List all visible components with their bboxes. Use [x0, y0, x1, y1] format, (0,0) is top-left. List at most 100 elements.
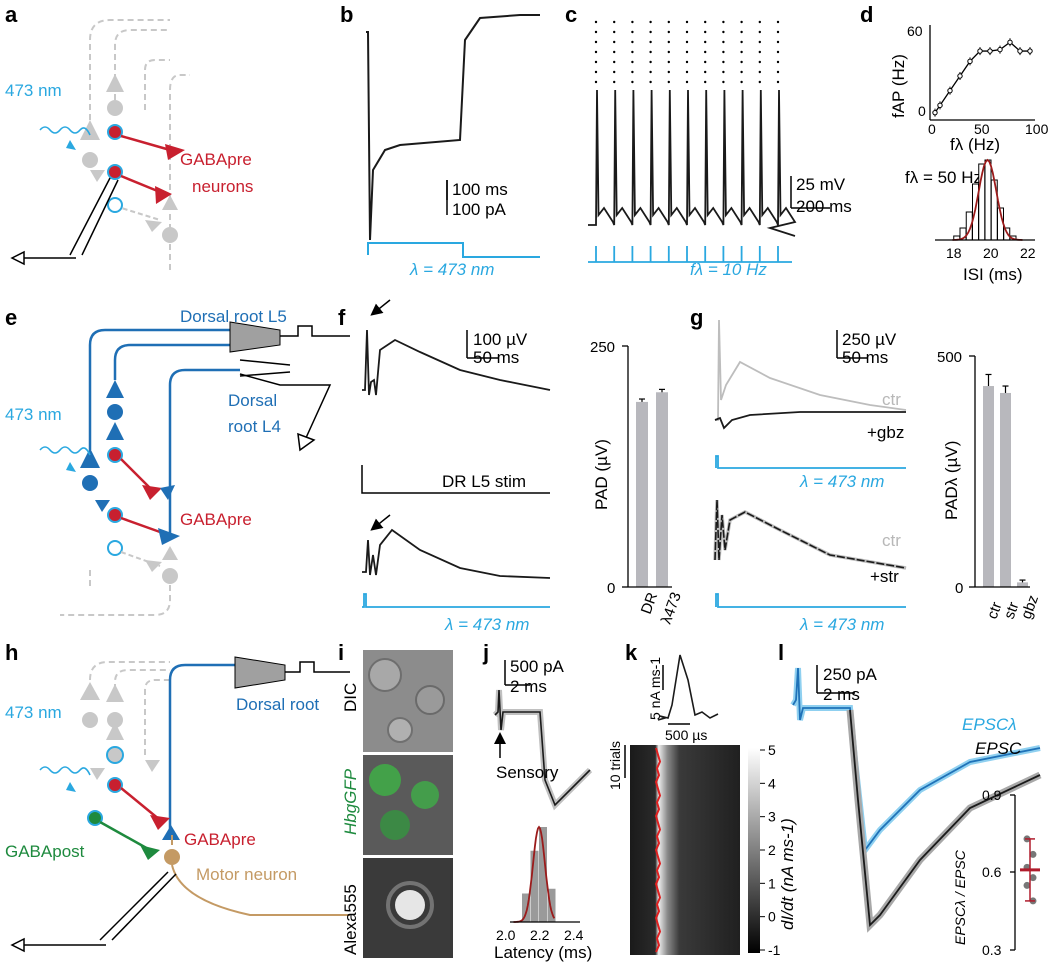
colorbar-label: dI/dt (nA ms-1) — [778, 818, 797, 930]
raster-dot — [740, 40, 743, 44]
motor-neuron-soma — [164, 849, 180, 865]
afferent-axon — [88, 328, 230, 450]
bar-x-ctr: ctr — [984, 600, 1006, 621]
light-label: 473 nm — [5, 405, 62, 424]
current-trace — [366, 14, 540, 241]
neuron-soma — [82, 152, 98, 168]
dic-cell — [415, 685, 445, 715]
rate-point — [947, 87, 953, 94]
rate-point — [957, 73, 963, 79]
panel-g-label: g — [690, 305, 703, 330]
gabapre-label-2: neurons — [192, 177, 253, 196]
dorsal-root-l4-label-2: root L4 — [228, 417, 281, 436]
gabapre-axon — [120, 787, 161, 821]
raster-dot — [776, 70, 780, 74]
x-axis-label: fλ (Hz) — [950, 135, 1000, 154]
bar-x-gbz: gbz — [1018, 593, 1042, 622]
raster-dot — [613, 80, 616, 84]
padlambda-bar — [1000, 392, 1011, 587]
scalebar-amp-label: 25 mV — [796, 175, 846, 194]
motor-axon — [171, 864, 350, 916]
raster-dot — [631, 30, 634, 34]
neuron-triangle — [162, 195, 178, 210]
suction-electrode — [234, 656, 286, 689]
dic-label: DIC — [341, 683, 360, 712]
panel-j: j 500 pA 2 ms Sensory 2.0 2.2 2.4 Latenc… — [482, 640, 592, 962]
panel-b-label: b — [340, 2, 353, 27]
neuron-terminal — [145, 560, 162, 572]
raster-dot — [631, 80, 634, 84]
arrow-icon — [370, 299, 391, 316]
stim-label: λ = 473 nm — [409, 260, 494, 279]
ratio-point — [1023, 881, 1031, 889]
raster-dot — [649, 40, 652, 44]
panel-i: i DIC HbgGFP Alexa555 — [338, 640, 453, 958]
latency-tick-1: 2.0 — [496, 927, 516, 943]
afferent-terminal — [80, 448, 100, 468]
neuron-triangle — [106, 722, 124, 740]
light-wave-icon — [39, 446, 91, 456]
electrode — [99, 871, 169, 941]
gabapre-terminal — [150, 815, 170, 830]
raster-dot — [740, 60, 743, 64]
ratio-scatter — [1020, 835, 1040, 905]
gabapre-soma — [107, 164, 123, 180]
colorbar-tick-label: -1 — [768, 942, 781, 958]
light-label: 473 nm — [5, 81, 62, 100]
hist-tick-20: 20 — [983, 245, 999, 261]
raster-dot — [704, 40, 707, 44]
raster-dot — [685, 80, 689, 84]
inset-tick-09: 0.9 — [982, 787, 1002, 803]
scalebar-trials-label: 10 trials — [607, 741, 623, 790]
raster-dot — [776, 30, 780, 34]
panel-e: e 473 nm Dorsal root L5 Dorsal roo — [5, 305, 350, 616]
scalebar-amp-label: 500 pA — [510, 657, 565, 676]
panel-l: l 250 pA 2 ms EPSCλ EPSC 0.9 0.6 0.3 EPS… — [778, 640, 1042, 958]
raster-dot — [776, 60, 780, 64]
dic-cell — [387, 717, 413, 743]
didt-trace — [657, 654, 719, 721]
raster-dot — [649, 50, 652, 54]
inset-tick-06: 0.6 — [982, 864, 1002, 880]
raster-dot — [631, 60, 634, 64]
padlambda-bar — [1017, 582, 1028, 587]
axon-dashed — [60, 585, 171, 616]
rate-point — [967, 58, 973, 65]
rate-point — [1007, 39, 1013, 45]
y-axis-label: fAP (Hz) — [889, 54, 908, 118]
latency-fit — [513, 825, 556, 923]
light-stim-label: λ = 473 nm — [799, 472, 884, 491]
bar-y-tick-500: 500 — [937, 349, 962, 366]
bar-x-dr: DR — [638, 590, 661, 616]
raster-dot — [685, 40, 689, 44]
recording-electrode — [239, 359, 291, 377]
afferent-terminal — [95, 500, 110, 512]
light-wave-icon — [39, 126, 91, 136]
bar-y-tick-250: 250 — [590, 339, 615, 356]
scalebar-amp-label: 250 µV — [842, 330, 897, 349]
panel-g: g 250 µV 50 ms ctr +gbz λ = 473 nm ctr +… — [690, 305, 1042, 634]
amplifier-icon — [10, 250, 25, 266]
rate-plot — [932, 38, 1033, 117]
raster-dot — [594, 50, 598, 54]
panel-k-label: k — [625, 640, 638, 665]
gfp-cell — [411, 781, 439, 809]
raster-dot — [649, 30, 652, 34]
neuron-soma — [162, 568, 178, 584]
gabapre-axon — [120, 174, 161, 194]
neuron-triangle — [162, 546, 178, 560]
colorbar-tick-label: 3 — [768, 809, 776, 825]
ctr-trace — [715, 319, 907, 421]
raster-dot — [740, 20, 743, 24]
gabapost-terminal — [140, 845, 160, 860]
raster-dot — [685, 50, 689, 54]
alexa-label: Alexa555 — [341, 884, 360, 955]
neuron-soma — [107, 712, 123, 728]
raster-dot — [649, 70, 652, 74]
gabapre-soma — [107, 124, 123, 140]
scalebar-time-label: 100 ms — [452, 180, 508, 199]
gabapost-soma — [87, 810, 103, 826]
hist-tick-18: 18 — [946, 245, 962, 261]
raster-dot — [613, 40, 616, 44]
